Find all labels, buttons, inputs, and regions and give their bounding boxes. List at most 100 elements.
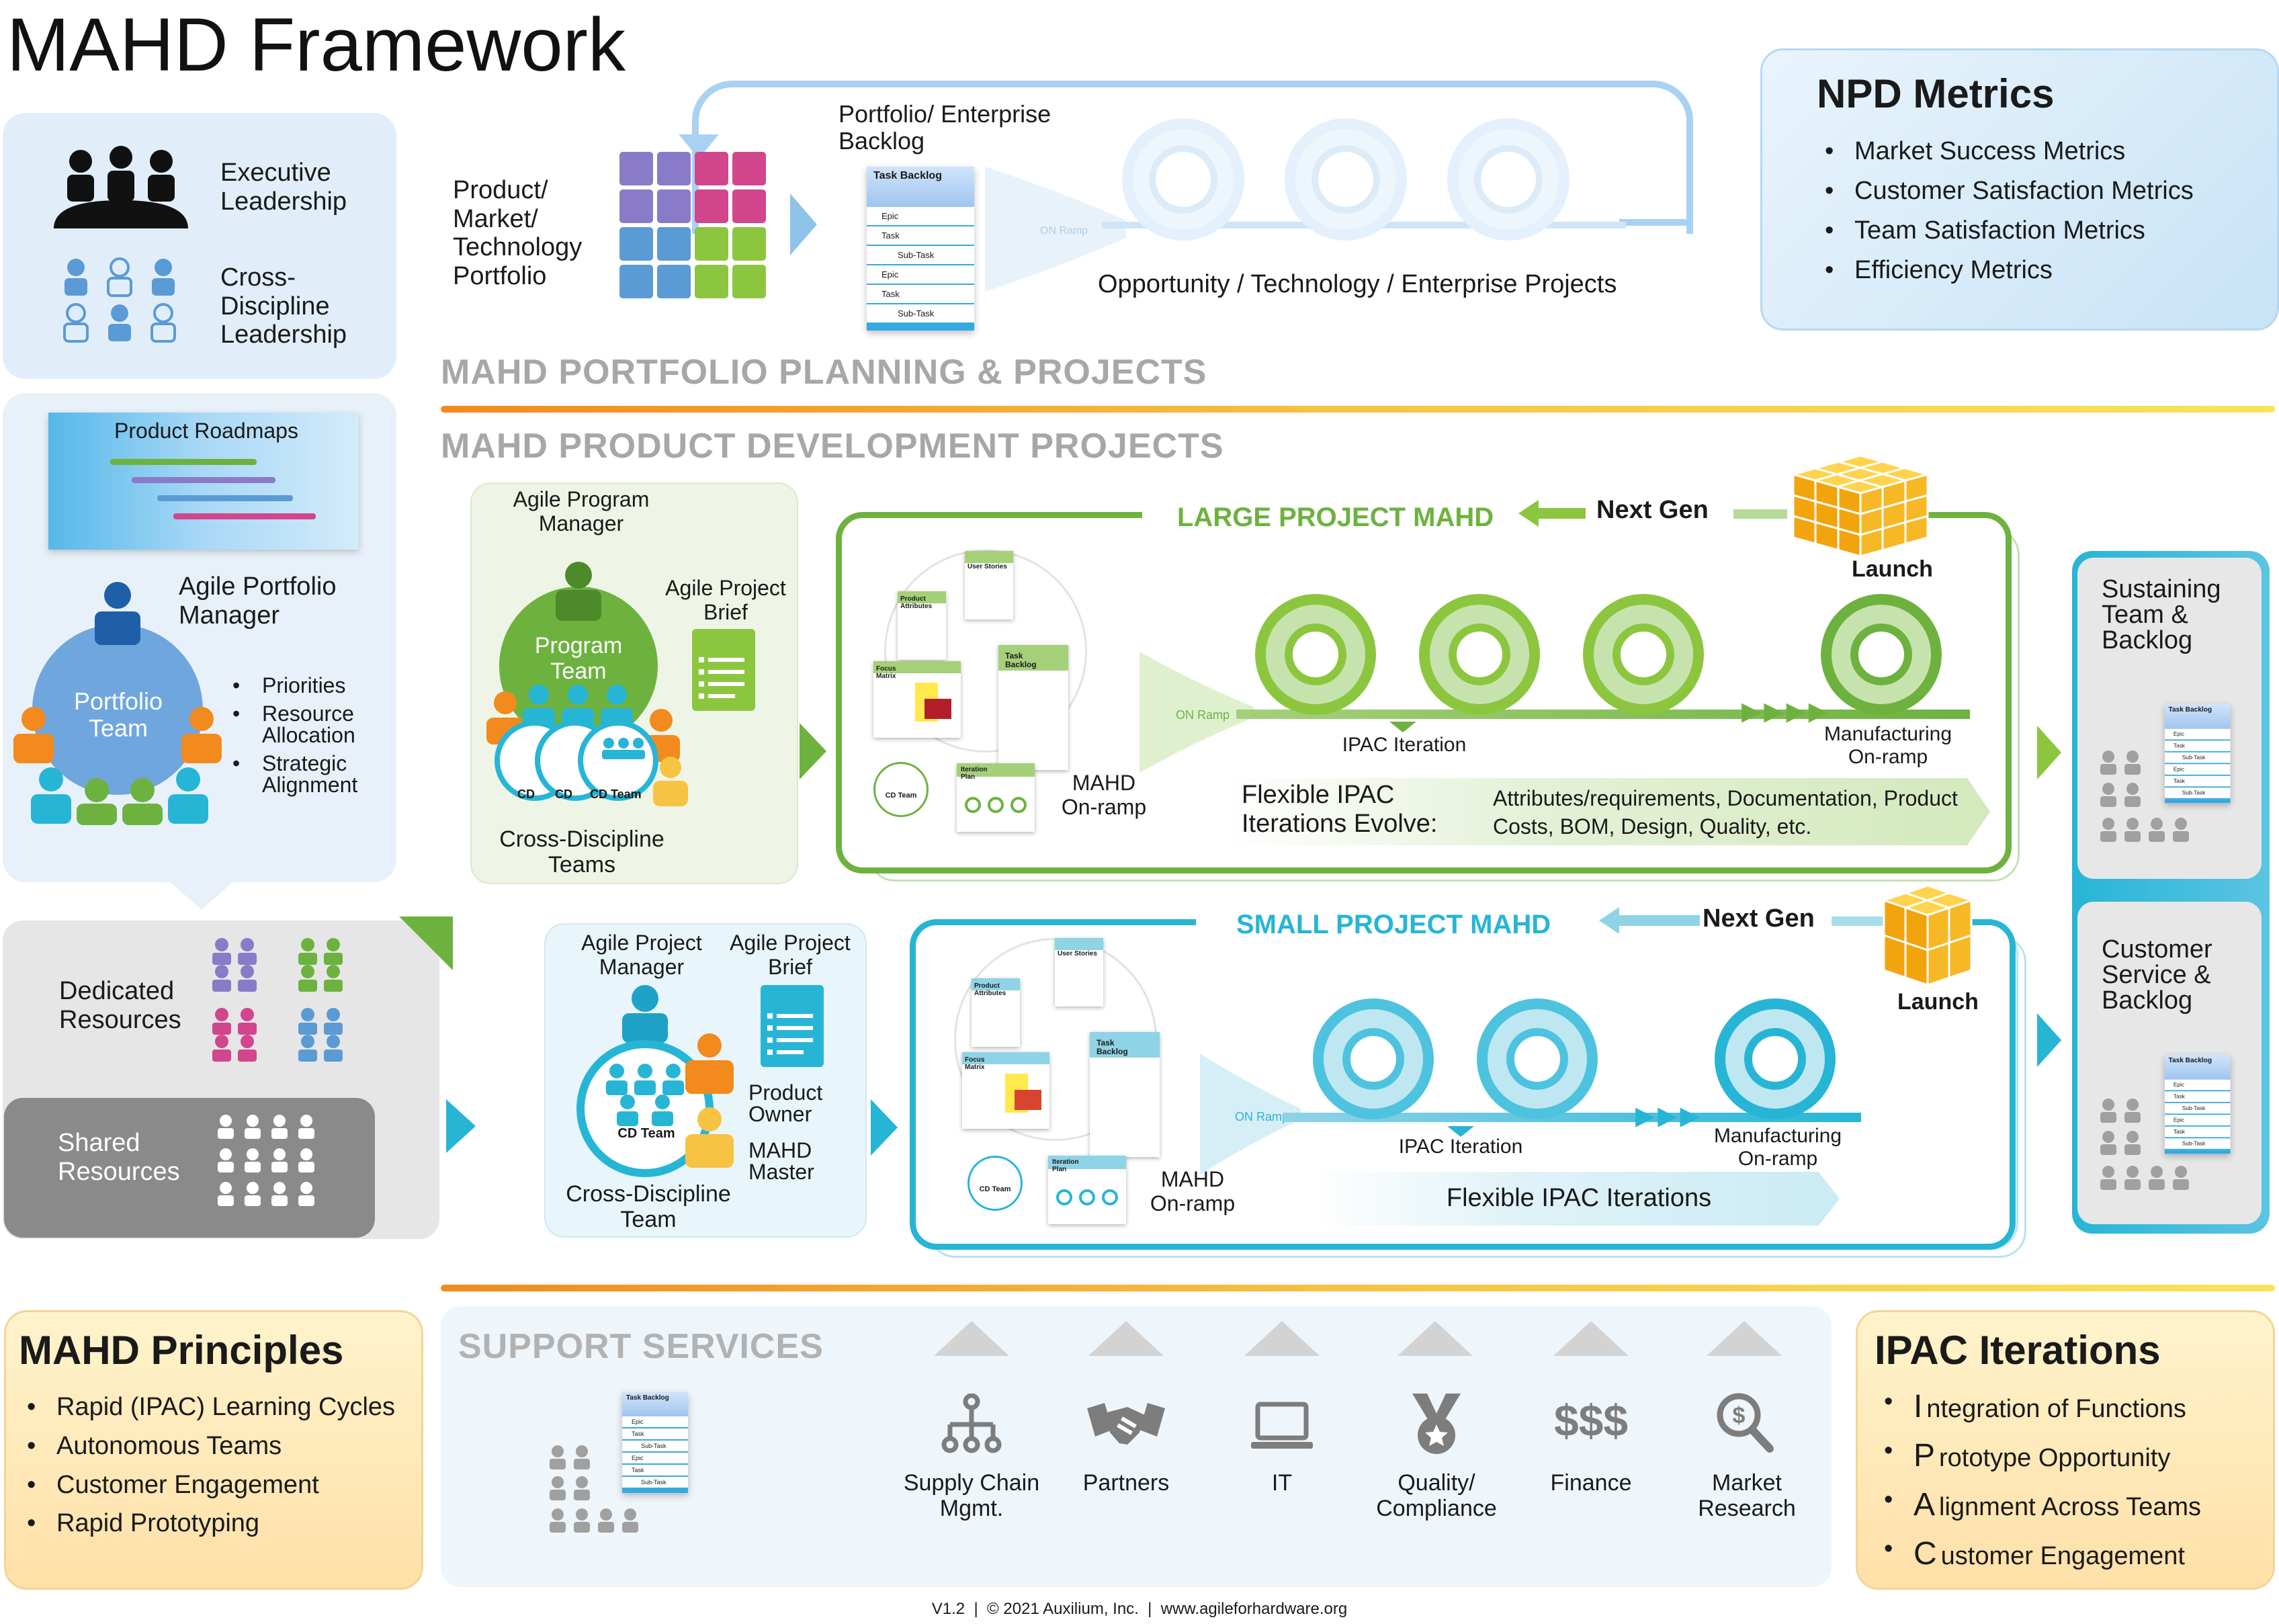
small-on-ramp-funnel: ON Ramp (1200, 1054, 1301, 1174)
small-cd-team-badge-label: CD Team (979, 1185, 1011, 1193)
product-owner-label: Product Owner (748, 1080, 823, 1126)
large-title-mask (1142, 505, 1814, 523)
iteration-loops-icon (965, 797, 1027, 813)
it-laptop-icon (1251, 1402, 1313, 1449)
backlog-header: Task Backlog (2165, 1055, 2231, 1080)
small-team-to-small-project-arrow (871, 1099, 898, 1156)
small-team-graphic (576, 985, 714, 1177)
support-pointer (1707, 1321, 1782, 1356)
large-project-title: LARGE PROJECT MAHD (1177, 503, 1494, 532)
backlog-row: Sub-Task (867, 246, 974, 265)
large-step-card (998, 645, 1068, 770)
small-cross-discipline-label: Cross-Discipline Team (566, 1181, 731, 1233)
roadmap-line-3 (157, 495, 293, 501)
large-ipac-iteration-label: IPAC Iteration (1342, 734, 1467, 756)
principle-item: Rapid Prototyping (24, 1504, 414, 1543)
small-next-gen-arrow-left (1599, 907, 1700, 934)
large-cd-team-badge-label: CD Team (885, 792, 917, 800)
backlog-row: Task (2165, 740, 2231, 753)
cd-short-label-2: CD (555, 787, 572, 801)
grid-cell (732, 152, 766, 185)
small-step-label: Product Attributes (974, 982, 1006, 998)
large-ipac-wheel (1255, 594, 1376, 715)
support-item-supply-chain: Supply Chain Mgmt. (903, 1470, 1040, 1522)
product-owner-icon (685, 1033, 734, 1094)
principles-title: MAHD Principles (19, 1328, 344, 1373)
small-flexible-label: Flexible IPAC Iterations (1446, 1184, 1712, 1212)
small-iteration-marker (1447, 1126, 1474, 1137)
grid-cell (619, 227, 653, 261)
portfolio-on-ramp-funnel: ON Ramp (985, 167, 1126, 292)
section-product-development: MAHD PRODUCT DEVELOPMENT PROJECTS (441, 427, 1224, 466)
small-title-mask (1196, 912, 1841, 930)
ipac-letter: I (1914, 1389, 1923, 1424)
large-step-label: User Stories (968, 563, 1007, 570)
small-iteration-loops-icon (1056, 1189, 1118, 1205)
backlog-row: Task (2165, 1091, 2231, 1103)
small-ipac-wheel (1715, 998, 1836, 1119)
shared-resources-label: Shared Resources (58, 1129, 180, 1186)
backlog-row: Sub-Task (2165, 787, 2231, 800)
bullet-priorities: Priorities (230, 675, 391, 696)
page-title: MAHD Framework (7, 3, 626, 87)
small-cd-team-label: CD Team (617, 1126, 675, 1141)
portfolio-loop-tail (1619, 219, 1686, 226)
backlog-row: Epic (2165, 1115, 2231, 1127)
grid-cell (657, 227, 691, 261)
grid-cell (695, 265, 728, 298)
backlog-row: Epic (622, 1453, 688, 1465)
backlog-row: Sub-Task (867, 304, 974, 324)
small-step-card (1055, 938, 1103, 1007)
resources-arrow-cyan (446, 1099, 476, 1153)
large-evolve-text: Attributes/requirements, Documentation, … (1493, 786, 1958, 839)
backlog-row: Sub-Task (2165, 1103, 2231, 1115)
executive-leadership-icon (54, 146, 188, 228)
small-step-card (1090, 1032, 1160, 1157)
npd-metric-item: Efficiency Metrics (1822, 251, 2259, 290)
small-apm-label: Agile Project Manager (581, 931, 702, 979)
backlog-row: Epic (867, 265, 974, 285)
quality-medal-icon (1412, 1394, 1461, 1454)
small-launch-cube-icon (1883, 886, 1973, 985)
grid-cell (657, 265, 691, 298)
small-next-gen-label: Next Gen (1703, 904, 1815, 933)
large-cd-team-badge (873, 762, 929, 817)
large-step-label: Iteration Plan (961, 766, 988, 781)
support-task-backlog: Task Backlog Epic Task Sub-Task Epic Tas… (622, 1392, 688, 1493)
large-step-card (965, 551, 1013, 619)
large-step-card (898, 591, 946, 660)
support-item-it: IT (1271, 1470, 1293, 1496)
grid-cell (732, 265, 766, 298)
large-on-ramp-funnel: ON Ramp (1140, 652, 1254, 773)
npd-metric-item: Market Success Metrics (1822, 132, 2259, 171)
mahd-master-label: MAHD Master (748, 1138, 814, 1184)
program-team-graphic (486, 562, 688, 806)
principles-list: Rapid (IPAC) Learning Cycles Autonomous … (24, 1388, 414, 1543)
small-ipac-wheel (1477, 998, 1598, 1119)
bullet-resource-allocation: Resource Allocation (230, 703, 391, 746)
finance-dollar-icon: $$$ (1553, 1396, 1629, 1445)
backlog-row: Epic (867, 207, 974, 226)
large-launch-label: Launch (1852, 556, 1933, 582)
program-team-label: Program Team (534, 633, 623, 685)
roadmap-line-2 (132, 477, 275, 483)
portfolio-panel-pointer (168, 880, 235, 910)
product-roadmaps-label: Product Roadmaps (114, 419, 298, 443)
portfolio-bullets: Priorities Resource Allocation Strategic… (230, 675, 391, 796)
cross-discipline-leadership-label: Cross-Discipline Leadership (220, 263, 347, 349)
supply-chain-icon (941, 1394, 1002, 1453)
grid-cell (619, 189, 653, 223)
project-wheel-2 (1285, 118, 1407, 241)
small-brief-label: Agile Project Brief (730, 931, 851, 979)
large-iteration-track (1236, 710, 1970, 719)
support-pointer (1398, 1321, 1473, 1356)
small-launch-label: Launch (1897, 989, 1979, 1015)
cd-short-label-1: CD (517, 787, 535, 801)
backlog-row: Sub-Task (622, 1477, 688, 1489)
market-research-icon: $ (1717, 1393, 1774, 1453)
backlog-row: Task (867, 226, 974, 246)
ipac-text: lignment Across Teams (1939, 1492, 2202, 1521)
backlog-row: Epic (622, 1416, 688, 1428)
